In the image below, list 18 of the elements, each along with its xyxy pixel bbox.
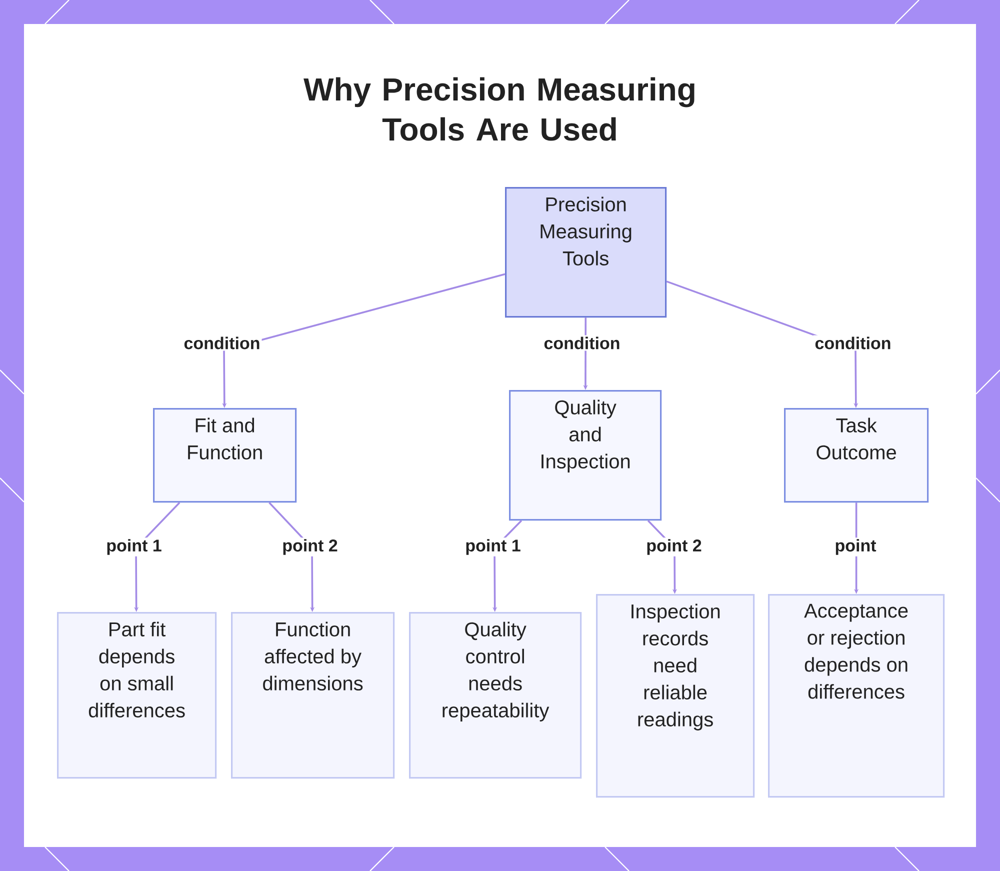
topic-box: Precision Measuring Tools [505, 187, 667, 318]
edge-label: condition [813, 335, 893, 351]
detail-box: Acceptance or rejection depends on differences [768, 594, 945, 798]
title: Why Precision Measuring Tools Are Used [304, 77, 694, 141]
edge-label: point 2 [280, 538, 340, 556]
category-box: Fit and Function [153, 408, 297, 503]
edge-label: point [833, 538, 878, 556]
edge-label: point 2 [644, 538, 704, 556]
detail-box: Function affected by dimensions [231, 612, 395, 779]
edge-label: condition [542, 335, 622, 351]
detail-box: Part fit depends on small differences [57, 612, 217, 779]
edge-label: point 1 [464, 538, 522, 556]
category-box: Task Outcome [784, 408, 929, 503]
category-box: Quality and Inspection [509, 390, 662, 521]
edge-label: point 1 [104, 538, 164, 556]
detail-box: Quality control needs repeatability [409, 612, 582, 779]
detail-box: Inspection records need reliable readings [596, 594, 755, 798]
edge-label: condition [182, 335, 262, 351]
